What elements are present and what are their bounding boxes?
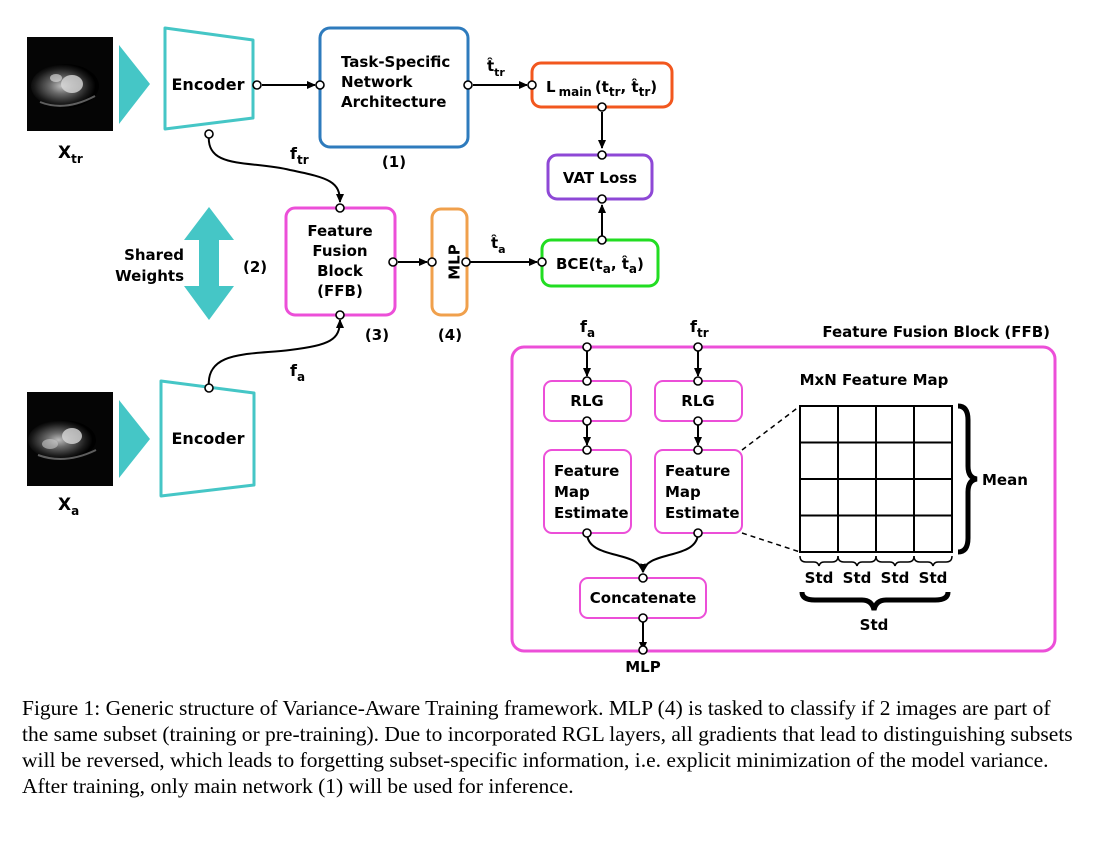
vat-loss-label: VAT Loss (563, 169, 637, 187)
shared-weights-line-1: Shared (124, 246, 184, 264)
label-xtr: Xtr (58, 143, 83, 166)
feature-map-cell (875, 514, 915, 553)
feature-map-cell (837, 478, 877, 517)
feature-map-cell (875, 441, 915, 480)
std-brace (799, 591, 951, 611)
encoder-top (163, 26, 255, 131)
connections-main (207, 81, 606, 389)
std-label-2: Std (843, 569, 872, 587)
zoom-line-top (741, 405, 801, 451)
ffb-line-4: (FFB) (317, 282, 363, 300)
std-label-3: Std (881, 569, 910, 587)
feature-map-cell (837, 405, 877, 444)
mlp-label: MLP (446, 244, 464, 279)
mean-brace (957, 403, 978, 555)
std-label-4: Std (919, 569, 948, 587)
column-braces (799, 555, 953, 567)
input-arrow-xtr (119, 45, 150, 124)
feature-map-title: MxN Feature Map (800, 371, 949, 389)
label-f-tr: ftr (290, 144, 309, 167)
fme-a-line-3: Estimate (554, 504, 629, 522)
connection-nodes-main (204, 80, 607, 393)
feature-map-cell (875, 478, 915, 517)
input-image-xa (27, 392, 113, 486)
ffb-line-1: Feature (307, 222, 372, 240)
connections-ffb-detail (583, 347, 702, 651)
ffb-line-2: Fusion (312, 242, 367, 260)
feature-map-cell (913, 514, 953, 553)
input-arrow-xa (119, 400, 150, 478)
feature-map-cell (799, 478, 839, 517)
encoder-bottom-label: Encoder (172, 429, 245, 448)
ffb-detail-panel (510, 345, 1057, 653)
feature-map-cell (913, 405, 953, 444)
task-network-line-3: Architecture (341, 93, 446, 111)
label-xa: Xa (58, 495, 79, 518)
zoom-line-bottom (741, 532, 801, 553)
feature-map-grid (799, 405, 953, 553)
fme-a-line-1: Feature (554, 462, 619, 480)
encoder-top-label: Encoder (172, 75, 245, 94)
label-t-hat-tr: t̂tr (487, 56, 506, 79)
feature-map-cell (799, 441, 839, 480)
ffb-detail-title: Feature Fusion Block (FFB) (822, 323, 1050, 341)
figure-caption: Figure 1: Generic structure of Variance-… (22, 696, 1073, 798)
vat-framework-diagram: Xtr Encoder Xa Encoder Task-Specific Net… (27, 26, 1057, 676)
task-network-number: (1) (382, 153, 406, 171)
rlg-label-tr: RLG (681, 392, 714, 410)
task-network-line-1: Task-Specific (341, 53, 450, 71)
fme-tr-line-2: Map (665, 483, 701, 501)
bce-loss-label: BCE(ta, t̂a) (556, 254, 644, 276)
concatenate-label: Concatenate (590, 589, 697, 607)
input-image-xtr (27, 37, 113, 131)
feature-map-cell (875, 405, 915, 444)
fme-tr-line-1: Feature (665, 462, 730, 480)
fme-tr-line-3: Estimate (665, 504, 740, 522)
ffb-detail-input-fa: fa (580, 317, 595, 340)
ffb-number: (3) (365, 326, 389, 344)
connection-nodes-ffb-detail (582, 342, 703, 655)
encoder-bottom (159, 379, 256, 498)
feature-map-cell (799, 405, 839, 444)
mlp-number: (4) (438, 326, 462, 344)
mean-label: Mean (982, 471, 1028, 489)
label-f-a: fa (290, 361, 305, 384)
shared-weights-number: (2) (243, 258, 267, 276)
ffb-detail-output-mlp: MLP (625, 658, 660, 676)
shared-weights-line-2: Weights (115, 267, 184, 285)
feature-map-cell (913, 478, 953, 517)
feature-map-cell (837, 514, 877, 553)
feature-map-cell (799, 514, 839, 553)
task-network-line-2: Network (341, 73, 413, 91)
feature-map-cell (837, 441, 877, 480)
ffb-detail-input-ftr: ftr (690, 317, 709, 340)
feature-map-cell (913, 441, 953, 480)
rlg-label-a: RLG (570, 392, 603, 410)
fme-a-line-2: Map (554, 483, 590, 501)
ffb-line-3: Block (317, 262, 364, 280)
std-total-label: Std (860, 616, 889, 634)
std-label-1: Std (805, 569, 834, 587)
label-t-hat-a: t̂a (491, 233, 506, 256)
shared-weights-arrow (184, 207, 234, 320)
